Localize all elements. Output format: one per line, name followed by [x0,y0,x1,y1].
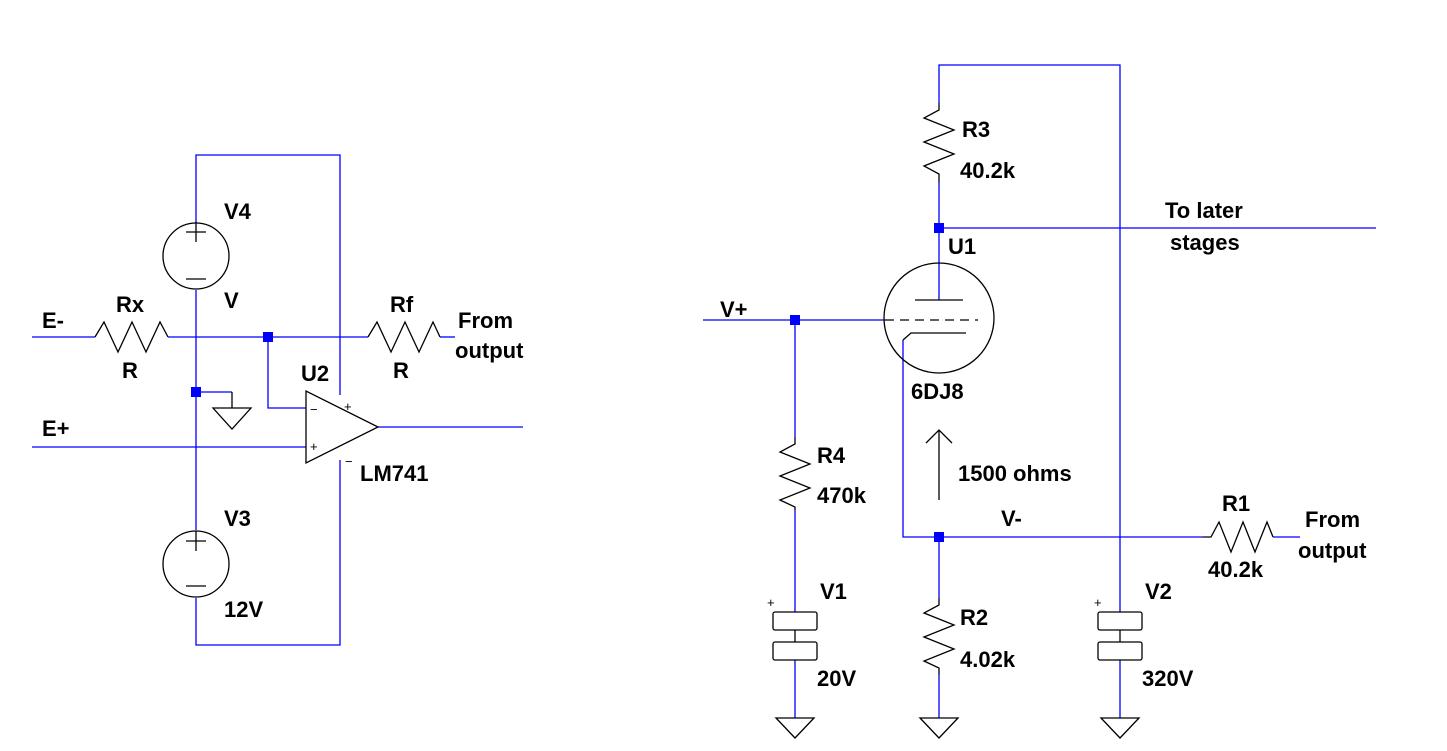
ground-symbol [1099,717,1141,739]
net-label-e-minus: E- [42,308,64,333]
battery-v1: + V1 20V [767,579,856,691]
annotation-text: 1500 ohms [958,461,1072,486]
left-circuit: Rx R Rf R V4 V V3 12V [32,154,524,646]
u1-model: 6DJ8 [911,379,964,404]
ground-symbol [211,392,253,430]
from-output-label-line1: From [458,308,513,333]
r2-value: 4.02k [960,647,1016,672]
v1-plus-mark: + [767,595,775,610]
plus-supply-mark: + [344,399,352,414]
v2-ref: V2 [1145,579,1172,604]
u2-model: LM741 [360,461,428,486]
v3-value: 12V [224,597,263,622]
voltage-source-v4: V4 V [162,199,252,313]
junction-dot [263,332,273,342]
v1-ref: V1 [820,579,847,604]
resistor-rx: Rx R [94,292,169,383]
left-wires [32,154,523,646]
voltage-source-v3: V3 12V [162,506,263,622]
r3-value: 40.2k [960,158,1016,183]
tube-cathode [902,332,966,341]
net-label-v-plus: V+ [720,297,748,322]
r1-ref: R1 [1222,491,1250,516]
rf-ref: Rf [390,292,414,317]
junction-dot [790,315,800,325]
v1-value: 20V [817,666,856,691]
ground-symbol [918,717,960,739]
net-label-e-plus: E+ [42,416,70,441]
resistor-r1: R1 40.2k [1203,491,1274,582]
r3-ref: R3 [962,117,990,142]
minus-input-mark: − [310,402,318,417]
from-output-label-line1: From [1305,507,1360,532]
r2-ref: R2 [960,605,988,630]
v3-ref: V3 [224,506,251,531]
junction-dot [934,532,944,542]
u2-ref: U2 [301,361,329,386]
junction-dot [934,223,944,233]
ground-symbol [774,717,816,739]
v4-value: V [224,288,239,313]
junction-dot [191,387,201,397]
opamp-u2: − + + − U2 LM741 [301,361,428,486]
r1-value: 40.2k [1208,557,1264,582]
wire-top-loop [195,154,341,395]
r4-value: 470k [817,483,867,508]
battery-v2: + V2 320V [1094,579,1194,691]
wire-inverting-input [267,337,306,409]
right-circuit: R3 40.2k R4 470k R2 4.02k R1 40.2k U1 [703,64,1376,739]
wire-plate-supply [938,64,1121,612]
to-later-label-line2: stages [1170,230,1240,255]
plus-input-mark: + [310,439,318,454]
from-output-label-line2: output [455,338,524,363]
resistor-r4: R4 470k [778,437,867,510]
wire-cathode [902,340,1203,538]
minus-supply-mark: − [345,454,353,469]
vacuum-tube-u1: U1 6DJ8 [883,234,995,404]
r4-ref: R4 [817,443,846,468]
u1-ref: U1 [948,234,976,259]
v2-plus-mark: + [1094,595,1102,610]
from-output-label-line2: output [1298,538,1367,563]
v4-ref: V4 [224,199,252,224]
rx-ref: Rx [116,292,145,317]
to-later-label-line1: To later [1165,198,1243,223]
rx-value: R [122,358,138,383]
resistor-r3: R3 40.2k [922,103,1016,183]
net-label-v-minus: V- [1001,506,1022,531]
resistor-r2: R2 4.02k [922,598,1016,675]
right-wires [703,64,1376,718]
wire-bottom-loop [195,460,341,646]
annotation-arrow: 1500 ohms [925,429,1072,500]
v2-value: 320V [1142,666,1194,691]
rf-value: R [393,358,409,383]
resistor-rf: Rf R [367,292,441,383]
